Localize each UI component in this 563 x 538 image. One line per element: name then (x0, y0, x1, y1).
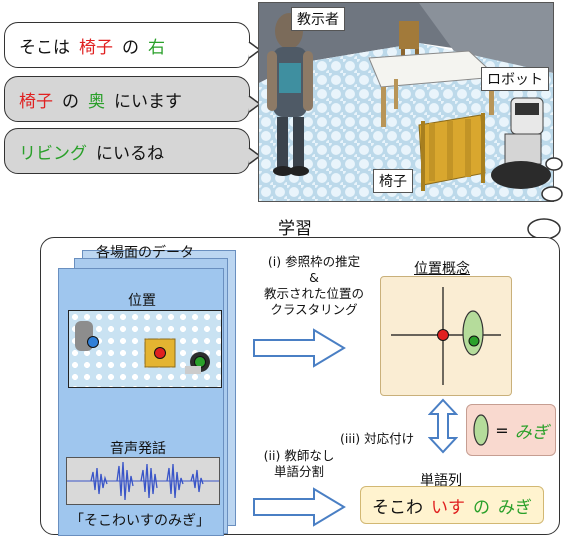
teacher-label: 教示者 (291, 7, 345, 31)
arrow-step1 (253, 328, 346, 368)
bubble-word: そこは (19, 37, 70, 58)
word-seq-token: みぎ (498, 497, 532, 518)
mapping-equals: = (495, 420, 509, 440)
waveform (66, 457, 220, 505)
cluster-ellipse-icon (473, 414, 489, 446)
step1-line3: 教示された位置の (263, 286, 364, 301)
data-panel-title: 各場面のデータ (96, 245, 194, 261)
bubble-word: にいます (114, 91, 182, 112)
scene-image: 教示者 ロボット 椅子 (258, 2, 554, 202)
word-seq-token: の (473, 497, 490, 518)
bubble-word: 椅子 (19, 91, 53, 112)
bubble-word: 右 (148, 37, 165, 58)
robot-label: ロボット (481, 67, 549, 91)
word-seq-token: いす (431, 497, 465, 518)
chair-label: 椅子 (373, 169, 413, 193)
bubble-word: にいるね (96, 143, 164, 164)
speech-bubble-3: リビング にいるね (4, 128, 250, 174)
word-seq-token: そこわ (372, 497, 423, 518)
learning-title: 学習 (278, 219, 312, 239)
bubble-word: の (122, 37, 139, 58)
speech-label: 音声発話 (110, 441, 166, 457)
speech-bubble-1: そこは 椅子 の 右 (4, 22, 250, 68)
concept-title: 位置概念 (414, 261, 470, 277)
mapping-box: = みぎ (466, 404, 556, 456)
step1-line4: クラスタリング (270, 302, 358, 317)
step2-line2: 単語分割 (273, 464, 324, 479)
position-concept-box (380, 276, 512, 396)
step2-line1: (ii) 教師なし (263, 448, 335, 463)
utterance-text: 「そこわいすのみぎ」 (70, 513, 210, 529)
position-map (68, 310, 222, 388)
step3-text: (iii) 対応付け (340, 431, 415, 446)
step1-text: (i) 参照枠の推定 & 教示された位置の クラスタリング (244, 254, 384, 318)
bubble-word: の (62, 91, 79, 112)
bidirectional-arrow (428, 398, 458, 454)
step1-line1: (i) 参照枠の推定 (267, 254, 361, 269)
speech-bubble-2: 椅子 の 奥 にいます (4, 76, 250, 122)
thought-bubble-dots (527, 157, 563, 240)
position-label: 位置 (128, 293, 156, 309)
bubble-word: 奥 (88, 91, 105, 112)
step1-line2: & (309, 270, 319, 285)
arrow-step2 (253, 487, 346, 527)
mapping-word: みぎ (514, 422, 549, 443)
word-seq-title: 単語列 (420, 473, 462, 489)
bubble-word: リビング (19, 143, 87, 164)
word-seq-box: そこわ いす の みぎ (360, 486, 544, 524)
bubble-word: 椅子 (79, 37, 113, 58)
step2-text: (ii) 教師なし 単語分割 (244, 448, 354, 480)
